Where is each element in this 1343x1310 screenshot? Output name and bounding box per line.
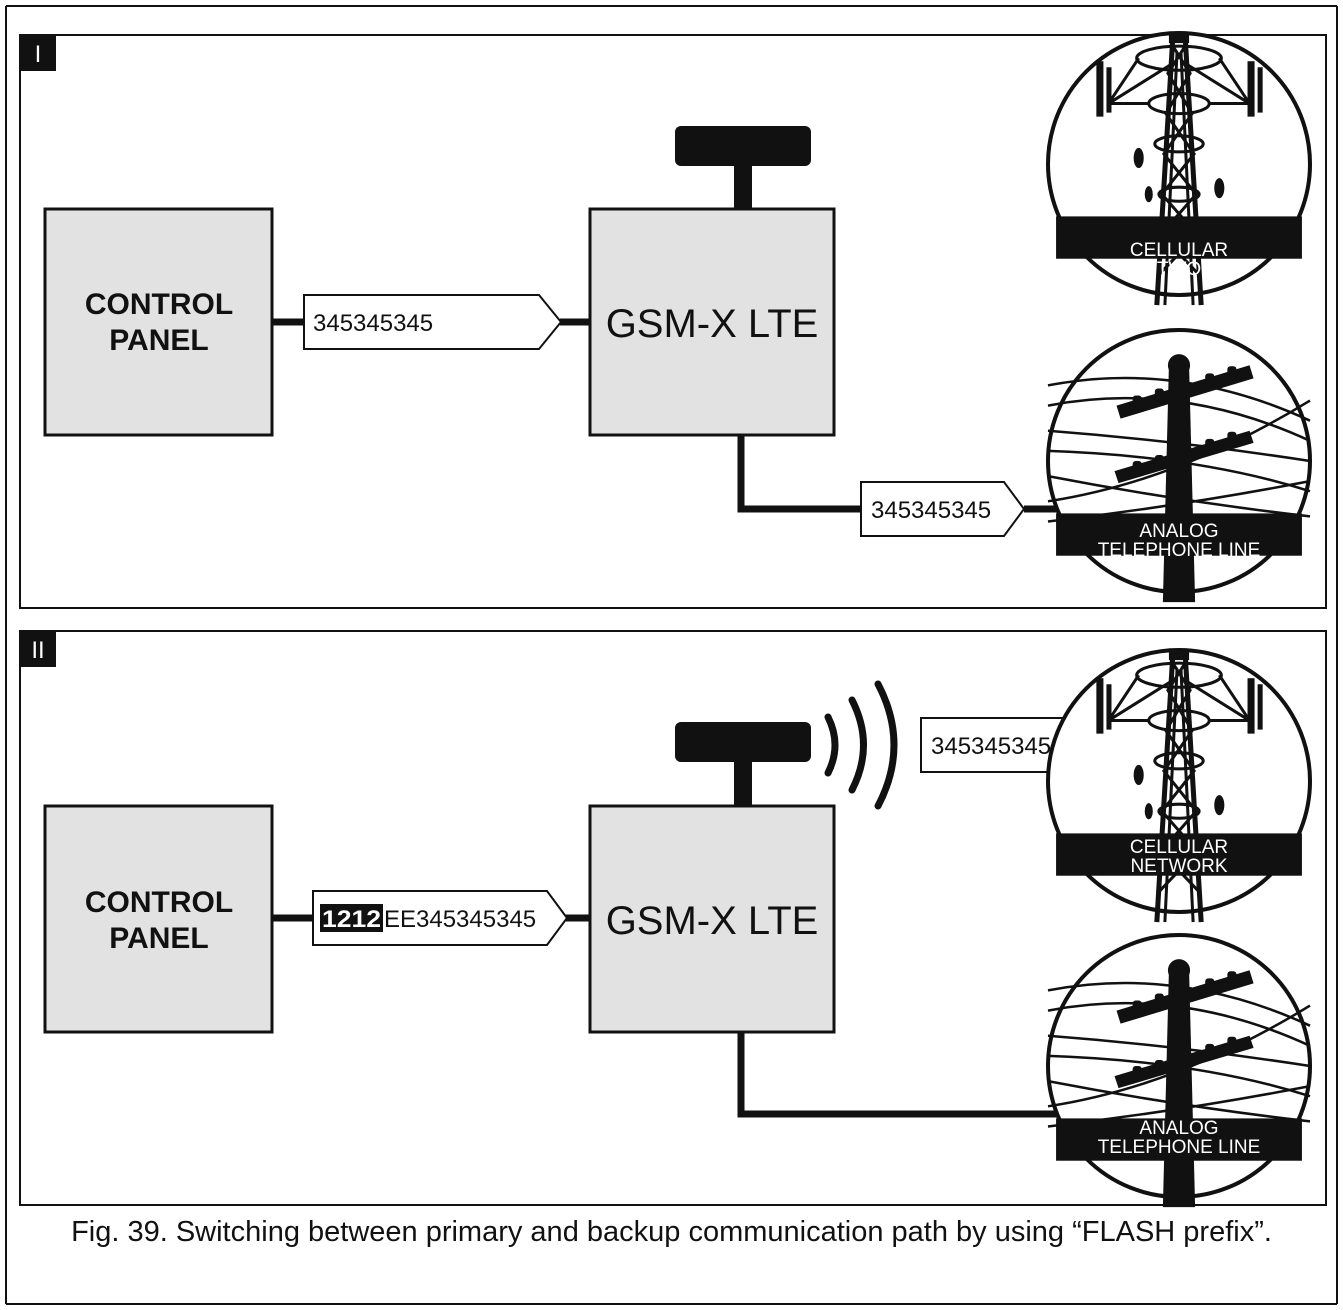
control-panel-label-line2: PANEL [109, 922, 208, 955]
number-tag [860, 481, 1026, 537]
cellular-label-line1: CELLULAR [1130, 240, 1228, 261]
analog-label-line1: ANALOG [1139, 1118, 1218, 1139]
gsm-module-label: GSM-X LTE [606, 899, 819, 943]
panel-backup-path: II CONTROL PANEL 1212 EE345345345 GSM-X … [19, 630, 1327, 1207]
figure-caption: Fig. 39. Switching between primary and b… [71, 1216, 1272, 1248]
phone-line-link [737, 435, 862, 513]
panel-badge [20, 631, 56, 667]
gsm-module-label: GSM-X LTE [606, 302, 819, 346]
cellular-label-line2: NETWORK [1130, 856, 1227, 877]
cellular-label-line1: CELLULAR [1130, 837, 1228, 858]
panel-badge [20, 35, 56, 71]
panel-badge-label: II [31, 637, 44, 664]
cellular-tower-icon [1048, 650, 1310, 960]
control-panel-label-line2: PANEL [109, 324, 208, 357]
phone-line-link [737, 1032, 1060, 1118]
control-panel-label-line1: CONTROL [85, 886, 233, 919]
flash-prefix: 1212 [322, 906, 381, 933]
control-panel-box [43, 804, 274, 1034]
panel-badge-label: I [35, 41, 42, 68]
dialed-number: EE345345345 [384, 906, 536, 933]
panel-primary-path: I CONTROL PANEL 345345345 GSM-X LTE 3453… [19, 33, 1327, 609]
control-panel-box [43, 207, 274, 437]
analog-label-line1: ANALOG [1139, 521, 1218, 542]
dialed-number: 345345345 [931, 733, 1051, 760]
cellular-label-line2: NETWORK [1130, 259, 1227, 280]
number-tag [303, 294, 563, 350]
radio-waves-icon [824, 680, 898, 810]
gsm-module-box [588, 804, 836, 1034]
cellular-tower-icon [1048, 33, 1310, 343]
analog-label-line2: TELEPHONE LINE [1098, 1137, 1261, 1158]
dialed-number: 345345345 [313, 310, 433, 337]
gsm-module-box [588, 207, 836, 437]
control-panel-label-line1: CONTROL [85, 288, 233, 321]
flash-prefix-highlight [320, 904, 383, 932]
analog-label-line2: TELEPHONE LINE [1098, 540, 1261, 561]
dialed-number: 345345345 [871, 497, 991, 524]
